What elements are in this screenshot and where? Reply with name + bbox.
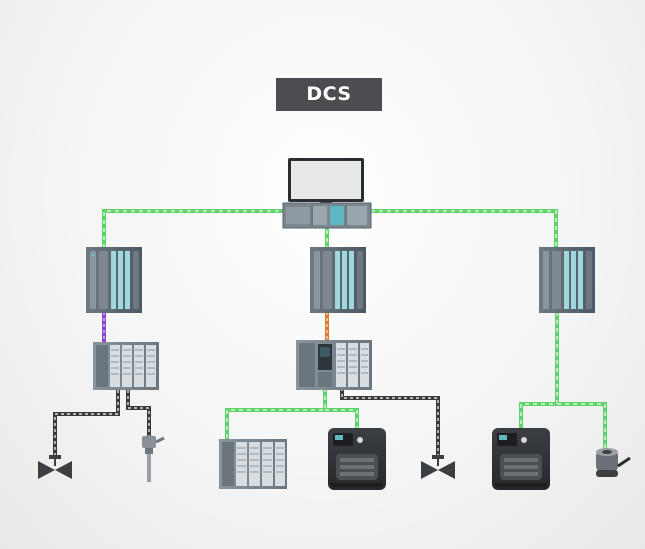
profinet-bus-lines <box>102 209 607 450</box>
plc-controller-icon <box>539 247 595 313</box>
rack-server-icon <box>282 202 372 229</box>
dcs-title-badge: DCS <box>276 78 382 111</box>
frequency-drive-icon <box>328 428 386 490</box>
valve-icon <box>38 455 72 479</box>
controller-io-links <box>102 312 329 342</box>
distributed-io-icon <box>93 342 159 390</box>
distributed-io-icon <box>296 340 372 390</box>
valve-icon <box>421 455 455 479</box>
field-cables <box>53 388 440 455</box>
frequency-drive-icon <box>492 428 550 490</box>
plc-controller-icon <box>310 247 366 313</box>
encoder-icon <box>596 448 631 477</box>
distributed-io-icon <box>219 439 287 489</box>
monitor-icon <box>288 158 364 206</box>
plc-controller-icon <box>86 247 142 313</box>
temperature-sensor-icon <box>142 436 165 482</box>
